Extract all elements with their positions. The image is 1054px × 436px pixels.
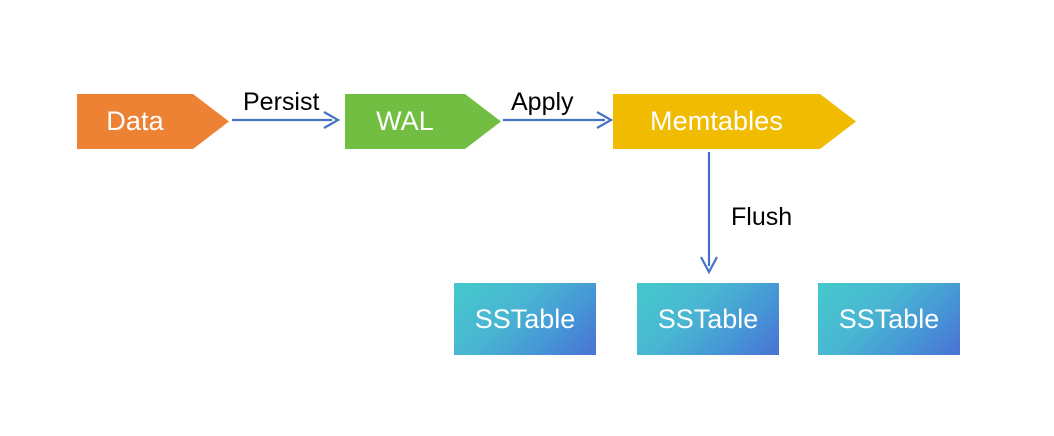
node-data[interactable]: Data bbox=[77, 94, 229, 149]
arrow-persist-icon bbox=[232, 111, 341, 129]
node-sstable-3-label: SSTable bbox=[838, 303, 940, 334]
node-data-label: Data bbox=[106, 106, 164, 136]
node-wal[interactable]: WAL bbox=[345, 94, 501, 149]
edge-label-apply: Apply bbox=[511, 88, 574, 116]
node-sstable-2[interactable]: SSTable bbox=[637, 283, 779, 355]
node-sstable-2-label: SSTable bbox=[657, 303, 759, 334]
node-memtables-label: Memtables bbox=[650, 106, 783, 136]
edge-label-persist: Persist bbox=[243, 88, 320, 116]
node-memtables[interactable]: Memtables bbox=[613, 94, 856, 149]
arrow-flush-icon bbox=[700, 152, 718, 275]
arrow-apply-icon bbox=[503, 111, 614, 129]
node-sstable-1-label: SSTable bbox=[474, 303, 576, 334]
node-sstable-1[interactable]: SSTable bbox=[454, 283, 596, 355]
node-sstable-3[interactable]: SSTable bbox=[818, 283, 960, 355]
edge-label-flush: Flush bbox=[731, 203, 793, 231]
node-wal-label: WAL bbox=[376, 106, 434, 136]
